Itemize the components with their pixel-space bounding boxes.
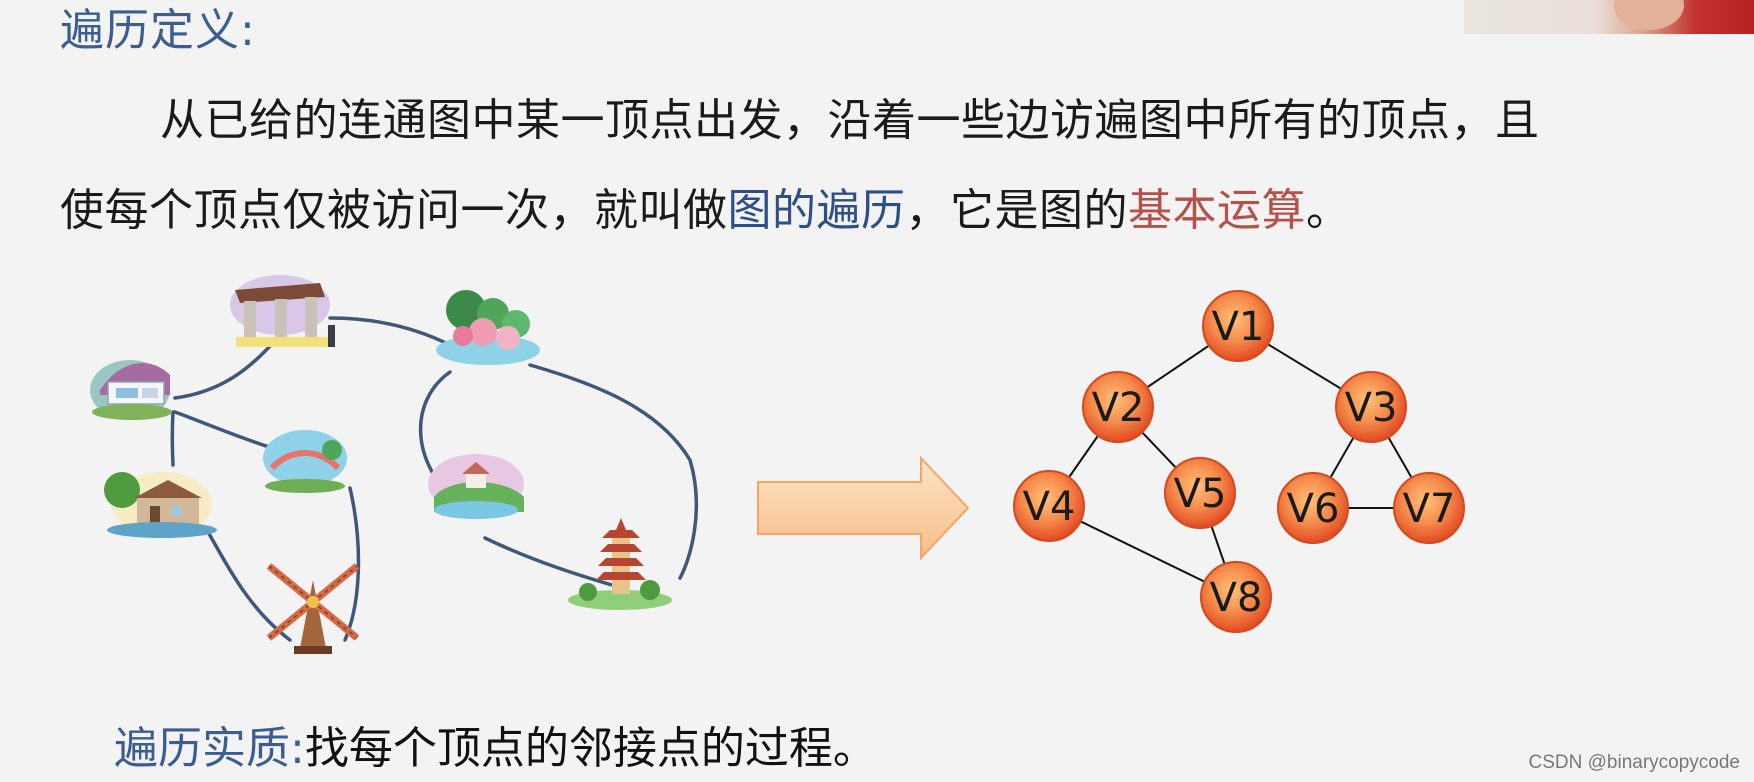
graph-node-v1: V1 xyxy=(1202,290,1274,362)
path-village-windmill xyxy=(206,530,292,642)
page-heading: 遍历定义: xyxy=(60,5,256,56)
graph-node-v2: V2 xyxy=(1082,371,1154,443)
definition-text-2a: 使每个顶点仅被访问一次，就叫做 xyxy=(60,185,728,236)
graph-node-v5: V5 xyxy=(1164,457,1236,529)
node-label-v3: V3 xyxy=(1345,385,1398,431)
term-graph-traversal: 图的遍历 xyxy=(727,185,906,236)
bridge-icon xyxy=(263,430,347,493)
path-forest-pagoda xyxy=(528,363,699,580)
graph-node-v6: V6 xyxy=(1277,472,1349,544)
lake-icon xyxy=(428,454,524,519)
windmill-icon xyxy=(266,563,360,654)
webcam-overlay xyxy=(1464,0,1754,34)
node-label-v4: V4 xyxy=(1023,484,1076,530)
node-label-v8: V8 xyxy=(1210,575,1263,621)
graph-node-v7: V7 xyxy=(1393,472,1465,544)
forest-icon xyxy=(436,290,540,365)
path-gate-forest xyxy=(328,316,452,347)
graph-node-v4: V4 xyxy=(1013,470,1085,542)
definition-text-2c: 。 xyxy=(1306,185,1351,236)
definition-text-1: 从已给的连通图中某一顶点出发，沿着一些边访遍图中所有的顶点，且 xyxy=(160,95,1540,146)
graph-edges xyxy=(1048,325,1430,598)
path-building-village xyxy=(170,410,175,467)
term-basic-operation: 基本运算 xyxy=(1128,185,1306,236)
transform-arrow xyxy=(757,455,970,561)
path-lake-pagoda xyxy=(483,536,614,587)
csdn-watermark: CSDN @binarycopycode xyxy=(1528,752,1741,773)
essence-text: 找每个顶点的邻接点的过程。 xyxy=(304,723,877,774)
definition-line-1: 从已给的连通图中某一顶点出发，沿着一些边访遍图中所有的顶点，且 xyxy=(160,84,1540,148)
node-label-v6: V6 xyxy=(1287,486,1340,532)
graph-node-v3: V3 xyxy=(1335,371,1407,443)
traversal-essence: 遍历实质:找每个顶点的邻接点的过程。 xyxy=(114,712,877,776)
definition-text-2b: ，它是图的 xyxy=(905,185,1128,236)
essence-label: 遍历实质: xyxy=(114,723,305,774)
node-label-v1: V1 xyxy=(1212,304,1265,350)
gate-icon xyxy=(230,275,335,347)
node-label-v2: V2 xyxy=(1092,385,1145,431)
path-bridge-windmill xyxy=(343,486,361,642)
definition-line-2: 使每个顶点仅被访问一次，就叫做图的遍历，它是图的基本运算。 xyxy=(60,174,1351,238)
building-icon xyxy=(90,360,172,420)
graph-node-v8: V8 xyxy=(1200,561,1272,633)
pagoda-icon xyxy=(568,518,672,610)
village-icon xyxy=(104,472,217,538)
node-label-v5: V5 xyxy=(1174,471,1227,517)
node-label-v7: V7 xyxy=(1403,486,1456,532)
